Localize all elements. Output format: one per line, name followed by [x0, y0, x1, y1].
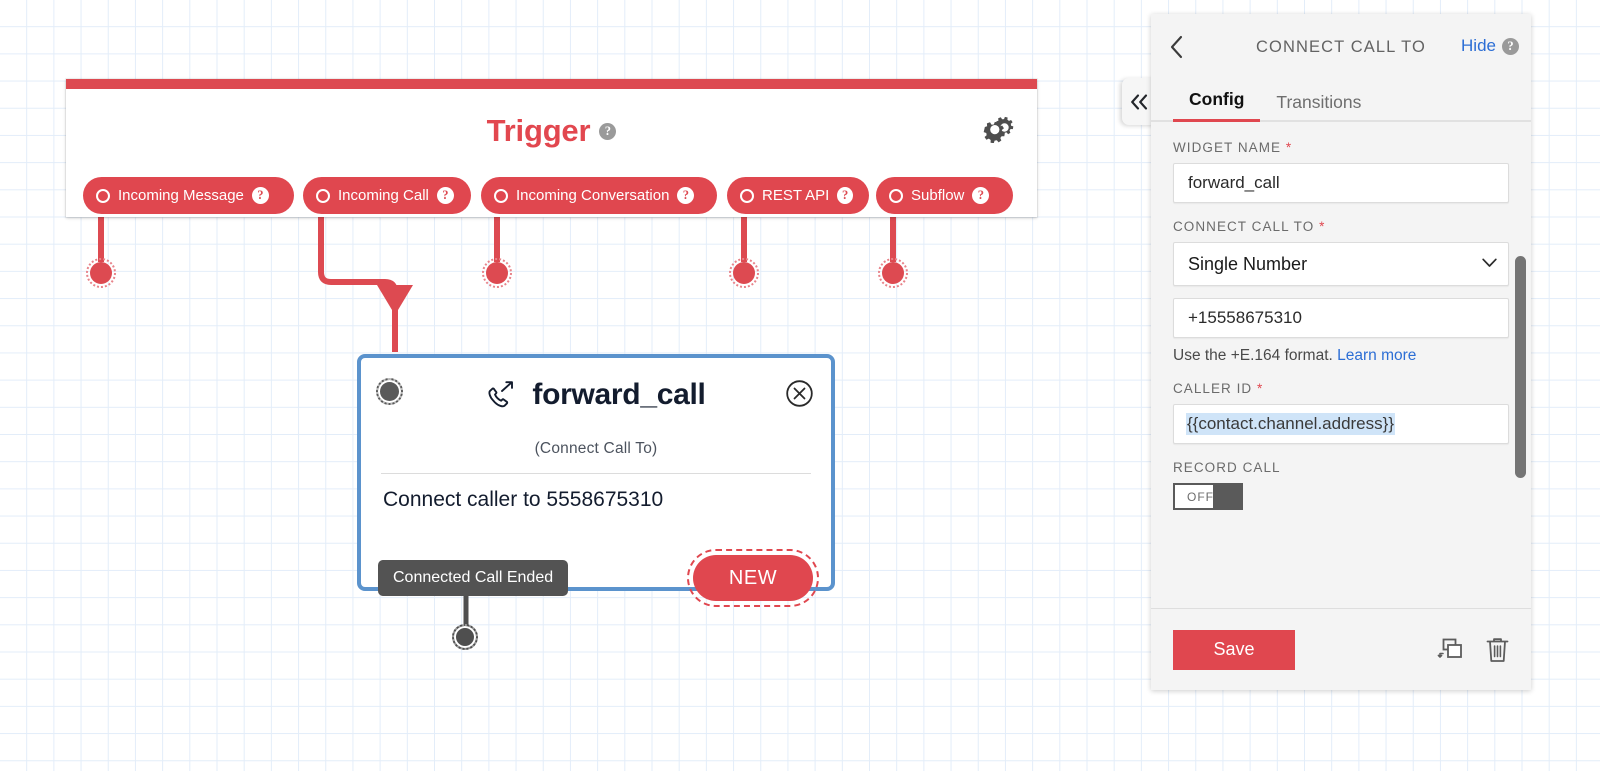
circle-outline-icon — [316, 188, 330, 203]
double-chevron-left-icon — [1131, 93, 1148, 110]
trigger-pill-incoming-call[interactable]: Incoming Call ? — [303, 177, 471, 214]
panel-scroll-area[interactable]: WIDGET NAME * CONNECT CALL TO * Single N… — [1151, 122, 1531, 608]
caller-id-label-text: CALLER ID — [1173, 381, 1253, 396]
close-circle-icon[interactable] — [786, 380, 813, 407]
circle-outline-icon — [494, 188, 508, 203]
panel-footer: Save — [1151, 608, 1531, 690]
trigger-pill-label: Incoming Message — [118, 187, 244, 204]
hide-label: Hide — [1461, 36, 1496, 55]
phone-number-input[interactable] — [1173, 298, 1509, 338]
save-button[interactable]: Save — [1173, 629, 1295, 670]
trigger-title: Trigger — [486, 113, 591, 148]
connector-dot-icon[interactable] — [376, 378, 403, 405]
connect-call-to-select[interactable]: Single Number — [1173, 242, 1509, 286]
record-call-toggle[interactable]: OFF — [1173, 483, 1243, 510]
tab-config[interactable]: Config — [1173, 89, 1261, 122]
help-icon[interactable]: ? — [837, 187, 853, 204]
helper-text: Use the +E.164 format. — [1173, 347, 1333, 364]
new-transition-label: NEW — [728, 566, 778, 589]
widget-name-input[interactable] — [1173, 163, 1509, 203]
phone-forward-icon — [488, 381, 514, 408]
trigger-title-row: Trigger ? — [66, 113, 1037, 149]
widget-card-forward-call[interactable]: forward_call (Connect Call To) Connect c… — [357, 354, 835, 607]
card-subtitle: (Connect Call To) — [534, 440, 658, 457]
gear-icon[interactable] — [983, 113, 1017, 143]
phone-number-helper: Use the +E.164 format. Learn more — [1173, 347, 1509, 365]
record-call-state: OFF — [1187, 489, 1214, 504]
trigger-pill-label: Subflow — [911, 187, 965, 204]
required-asterisk: * — [1257, 381, 1264, 396]
circle-outline-icon — [740, 188, 754, 203]
connect-call-to-select-wrap: Single Number — [1173, 242, 1509, 286]
record-call-label-text: RECORD CALL — [1173, 460, 1281, 475]
help-icon[interactable]: ? — [1502, 37, 1519, 55]
trash-icon[interactable] — [1486, 637, 1509, 663]
help-icon[interactable]: ? — [251, 187, 269, 204]
new-transition-button[interactable]: NEW — [687, 549, 819, 607]
card-title-row: forward_call — [361, 378, 831, 412]
circle-outline-icon — [889, 188, 903, 203]
learn-more-link[interactable]: Learn more — [1337, 347, 1417, 364]
tab-transitions[interactable]: Transitions — [1276, 92, 1362, 112]
required-asterisk: * — [1285, 140, 1293, 155]
panel-title: CONNECT CALL TO — [1256, 37, 1426, 56]
card-body-text: Connect caller to 5558675310 — [383, 488, 664, 511]
required-asterisk: * — [1319, 219, 1326, 234]
hide-panel-button[interactable]: Hide ? — [1461, 36, 1519, 56]
connect-call-to-label: CONNECT CALL TO * — [1173, 219, 1509, 234]
exit-transition-label[interactable]: Connected Call Ended — [378, 560, 569, 596]
trigger-pill-label: Incoming Call — [338, 187, 429, 204]
footer-icon-group — [1437, 637, 1509, 663]
exit-connector-dot-icon[interactable] — [452, 624, 478, 650]
trigger-pill-rest-api[interactable]: REST API ? — [727, 177, 869, 214]
trigger-pill-incoming-conversation[interactable]: Incoming Conversation ? — [481, 177, 717, 214]
caller-id-input[interactable]: {{contact.channel.address}} — [1173, 404, 1509, 444]
caller-id-label: CALLER ID * — [1173, 381, 1509, 396]
trigger-widget[interactable]: Trigger ? Incoming Message ? Incoming Ca… — [66, 79, 1037, 217]
connect-call-to-label-text: CONNECT CALL TO — [1173, 219, 1315, 234]
caller-id-value: {{contact.channel.address}} — [1186, 413, 1395, 435]
help-icon[interactable]: ? — [436, 187, 454, 204]
help-icon[interactable]: ? — [677, 187, 695, 204]
trigger-pill-label: REST API — [762, 187, 830, 204]
help-icon[interactable]: ? — [599, 122, 617, 140]
card-divider — [381, 473, 811, 474]
widget-name-label: WIDGET NAME * — [1173, 140, 1509, 155]
panel-tabs: Config Transitions — [1151, 80, 1531, 122]
trigger-pill-subflow[interactable]: Subflow ? — [876, 177, 1013, 214]
panel-scrollbar[interactable] — [1515, 256, 1526, 478]
trigger-pill-label: Incoming Conversation — [516, 187, 670, 204]
panel-collapse-button[interactable] — [1122, 78, 1156, 125]
panel-header: CONNECT CALL TO Hide ? — [1151, 14, 1531, 80]
trigger-pill-incoming-message[interactable]: Incoming Message ? — [83, 177, 294, 214]
widget-config-panel: CONNECT CALL TO Hide ? Config Transition… — [1151, 14, 1531, 690]
card-title: forward_call — [532, 378, 706, 411]
record-call-label: RECORD CALL — [1173, 460, 1509, 475]
chevron-left-icon[interactable] — [1165, 34, 1191, 60]
circle-outline-icon — [96, 188, 110, 203]
duplicate-icon[interactable] — [1437, 637, 1464, 662]
widget-name-label-text: WIDGET NAME — [1173, 140, 1282, 155]
toggle-knob — [1213, 485, 1241, 508]
help-icon[interactable]: ? — [972, 187, 990, 204]
